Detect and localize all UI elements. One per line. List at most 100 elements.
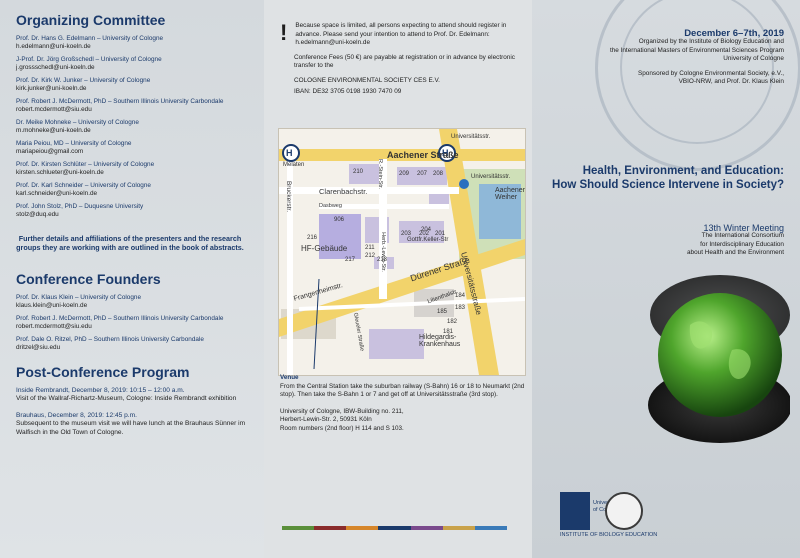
seal-inner-ring: [620, 0, 774, 144]
middle-panel: ! Because space is limited, all persons …: [264, 0, 532, 558]
color-stripe-segment: [442, 526, 475, 530]
building-number: 217: [345, 257, 356, 263]
map-graphic: [279, 129, 525, 375]
map-label-clarenbach: Clarenbachstr.: [319, 187, 368, 196]
person-email: stolz@duq.edu: [16, 211, 59, 219]
building-number: 181: [443, 329, 454, 335]
venue-address-2: Herbert-Lewin-Str. 2, 50931 Köln: [280, 416, 372, 424]
person-name: Prof. Dale O. Ritzel, PhD – Southern Ill…: [16, 335, 204, 343]
person-email: kirsten.schlueter@uni-koeln.de: [16, 169, 104, 177]
person-entry: Prof. John Stolz, PhD – Duquesne Univers…: [16, 203, 254, 220]
building-number: 209: [399, 171, 410, 177]
venue-title: Venue: [280, 374, 299, 381]
map-label-melaten: Melaten: [283, 162, 305, 168]
person-entry: Prof. Dr. Klaus Klein – University of Co…: [16, 294, 254, 311]
building-number: 212: [365, 253, 376, 259]
building-number: 213: [377, 257, 388, 263]
person-email: dritzel@siu.edu: [16, 344, 61, 352]
event-head: Inside Rembrandt, December 8, 2019: 10:1…: [16, 387, 185, 395]
person-email: h.edelmann@uni-koeln.de: [16, 43, 91, 51]
person-entry: Dr. Meike Mohneke – University of Cologn…: [16, 119, 254, 136]
map-label-hf: HF-Gebäude: [301, 244, 348, 253]
person-email: karl.schneider@uni-koeln.de: [16, 190, 98, 198]
university-seal-watermark: [595, 0, 800, 171]
building-number: 211: [365, 245, 375, 251]
building-number: 207: [417, 171, 428, 177]
post-conference-heading: Post-Conference Program: [16, 364, 190, 381]
person-email: kirk.junker@uni-koeln.de: [16, 85, 87, 93]
exclamation-icon: !: [280, 20, 288, 45]
consortium-line-3: about Health and the Environment: [687, 249, 784, 257]
person-email: klaus.klein@uni-koeln.de: [16, 302, 88, 310]
conference-title: Health, Environment, and Education: How …: [552, 165, 784, 192]
color-stripe-segment: [378, 526, 411, 530]
person-name: Prof. Robert J. McDermott, PhD – Souther…: [16, 98, 224, 105]
venue-address-3: Room numbers (2nd floor) H 114 and S 103…: [280, 424, 404, 432]
title-line-2: How Should Science Intervene in Society?: [552, 178, 784, 191]
sponsored-line-1: Sponsored by Cologne Environmental Socie…: [637, 69, 784, 77]
building-number: 204: [421, 227, 432, 233]
map-label-aachener: Aachener Straße: [387, 150, 459, 160]
venue-block: Venue From the Central Station take the …: [280, 374, 525, 434]
person-name: J-Prof. Dr. Jörg Großschedl – University…: [16, 56, 162, 63]
campus-map: H H Melaten Aachener Straße Universitäts…: [278, 128, 526, 376]
organizing-list: Prof. Dr. Hans G. Edelmann – University …: [16, 35, 254, 220]
map-label-station: Universitätsstr.: [471, 174, 511, 180]
consortium-line-1: The International Consortium: [701, 232, 784, 240]
person-email: robert.mcdermott@siu.edu: [16, 106, 92, 114]
person-name: Prof. Robert J. McDermott, PhD – Souther…: [16, 314, 224, 322]
person-entry: Prof. Robert J. McDermott, PhD – Souther…: [16, 315, 254, 332]
left-panel: Organizing Committee Prof. Dr. Hans G. E…: [0, 0, 264, 558]
building-number: 201: [435, 231, 446, 237]
bank-iban: IBAN: DE32 3705 0198 1930 7470 09: [294, 87, 402, 95]
venue-address-1: University of Cologne, IBW-Building no. …: [280, 407, 404, 415]
stop-marker: H: [286, 148, 293, 158]
stop-marker: H: [442, 148, 449, 158]
event-rembrandt: Inside Rembrandt, December 8, 2019: 10:1…: [16, 387, 254, 403]
registration-notice: ! Because space is limited, all persons …: [280, 22, 522, 48]
person-entry: Prof. Dale O. Ritzel, PhD – Southern Ill…: [16, 336, 254, 353]
person-email: m.mohneke@uni-koeln.de: [16, 127, 91, 135]
globe-in-hands-image: [640, 255, 792, 445]
bank-name: COLOGNE ENVIRONMENTAL SOCIETY CES E.V.: [294, 76, 440, 84]
map-label-gottfr: Gottfr.Keller-Str: [407, 237, 449, 243]
person-email: robert.mcdermott@siu.edu: [16, 323, 92, 331]
event-head: Brauhaus, December 8, 2019: 12:45 p.m.: [16, 412, 137, 420]
title-line-1: Health, Environment, and Education:: [582, 165, 784, 177]
color-stripe-segment: [410, 526, 443, 530]
event-text: Subsequent to the museum visit we will h…: [16, 420, 246, 437]
building-number: 906: [334, 217, 345, 223]
globe-graphic: [648, 275, 792, 443]
building-number: 216: [307, 235, 318, 241]
person-entry: Prof. Dr. Kirk W. Junker – University of…: [16, 77, 254, 94]
person-name: Dr. Meike Mohneke – University of Cologn…: [16, 119, 139, 126]
person-name: Prof. Dr. Kirsten Schlüter – University …: [16, 161, 155, 168]
person-name: Prof. Dr. Karl Schneider – University of…: [16, 182, 151, 189]
founders-list: Prof. Dr. Klaus Klein – University of Co…: [16, 294, 254, 353]
building-number: 184: [455, 293, 466, 299]
organized-line-3: University of Cologne: [723, 55, 784, 63]
map-label-brucker: Bruckerstr.: [285, 180, 293, 213]
building-number: 182: [447, 319, 458, 325]
person-name: Maria Peiou, MD – University of Cologne: [16, 140, 132, 147]
sponsored-line-2: VBIO-NRW, and Prof. Dr. Klaus Klein: [678, 78, 784, 86]
venue-directions: From the Central Station take the suburb…: [280, 382, 525, 399]
person-entry: Prof. Dr. Kirsten Schlüter – University …: [16, 161, 254, 178]
map-label-herb: Herb.-Lewin-Str.: [379, 232, 386, 272]
person-email: mariapeiou@gmail.com: [16, 148, 84, 156]
color-stripe-segment: [282, 526, 315, 530]
consortium-line-2: for Interdisciplinary Education: [700, 240, 784, 248]
person-name: Prof. Dr. Klaus Klein – University of Co…: [16, 293, 142, 301]
building-number: 185: [437, 309, 448, 315]
event-text: Visit of the Wallraf-Richartz-Museum, Co…: [16, 395, 237, 403]
meeting-info: 13th Winter Meeting The International Co…: [687, 223, 784, 258]
building-number: 203: [401, 231, 412, 237]
color-stripe-segment: [314, 526, 347, 530]
university-logo-mark: [560, 492, 590, 530]
person-name: Prof. Dr. Hans G. Edelmann – University …: [16, 35, 164, 42]
fees-text: Conference Fees (50 €) are payable at re…: [294, 53, 515, 70]
organized-line-1: Organized by the Institute of Biology Ed…: [638, 38, 784, 46]
color-stripe-segment: [346, 526, 379, 530]
map-label-hildegardis: Hildegardis- Krankenhaus: [419, 334, 461, 348]
notice-text: Because space is limited, all persons ex…: [295, 22, 507, 47]
